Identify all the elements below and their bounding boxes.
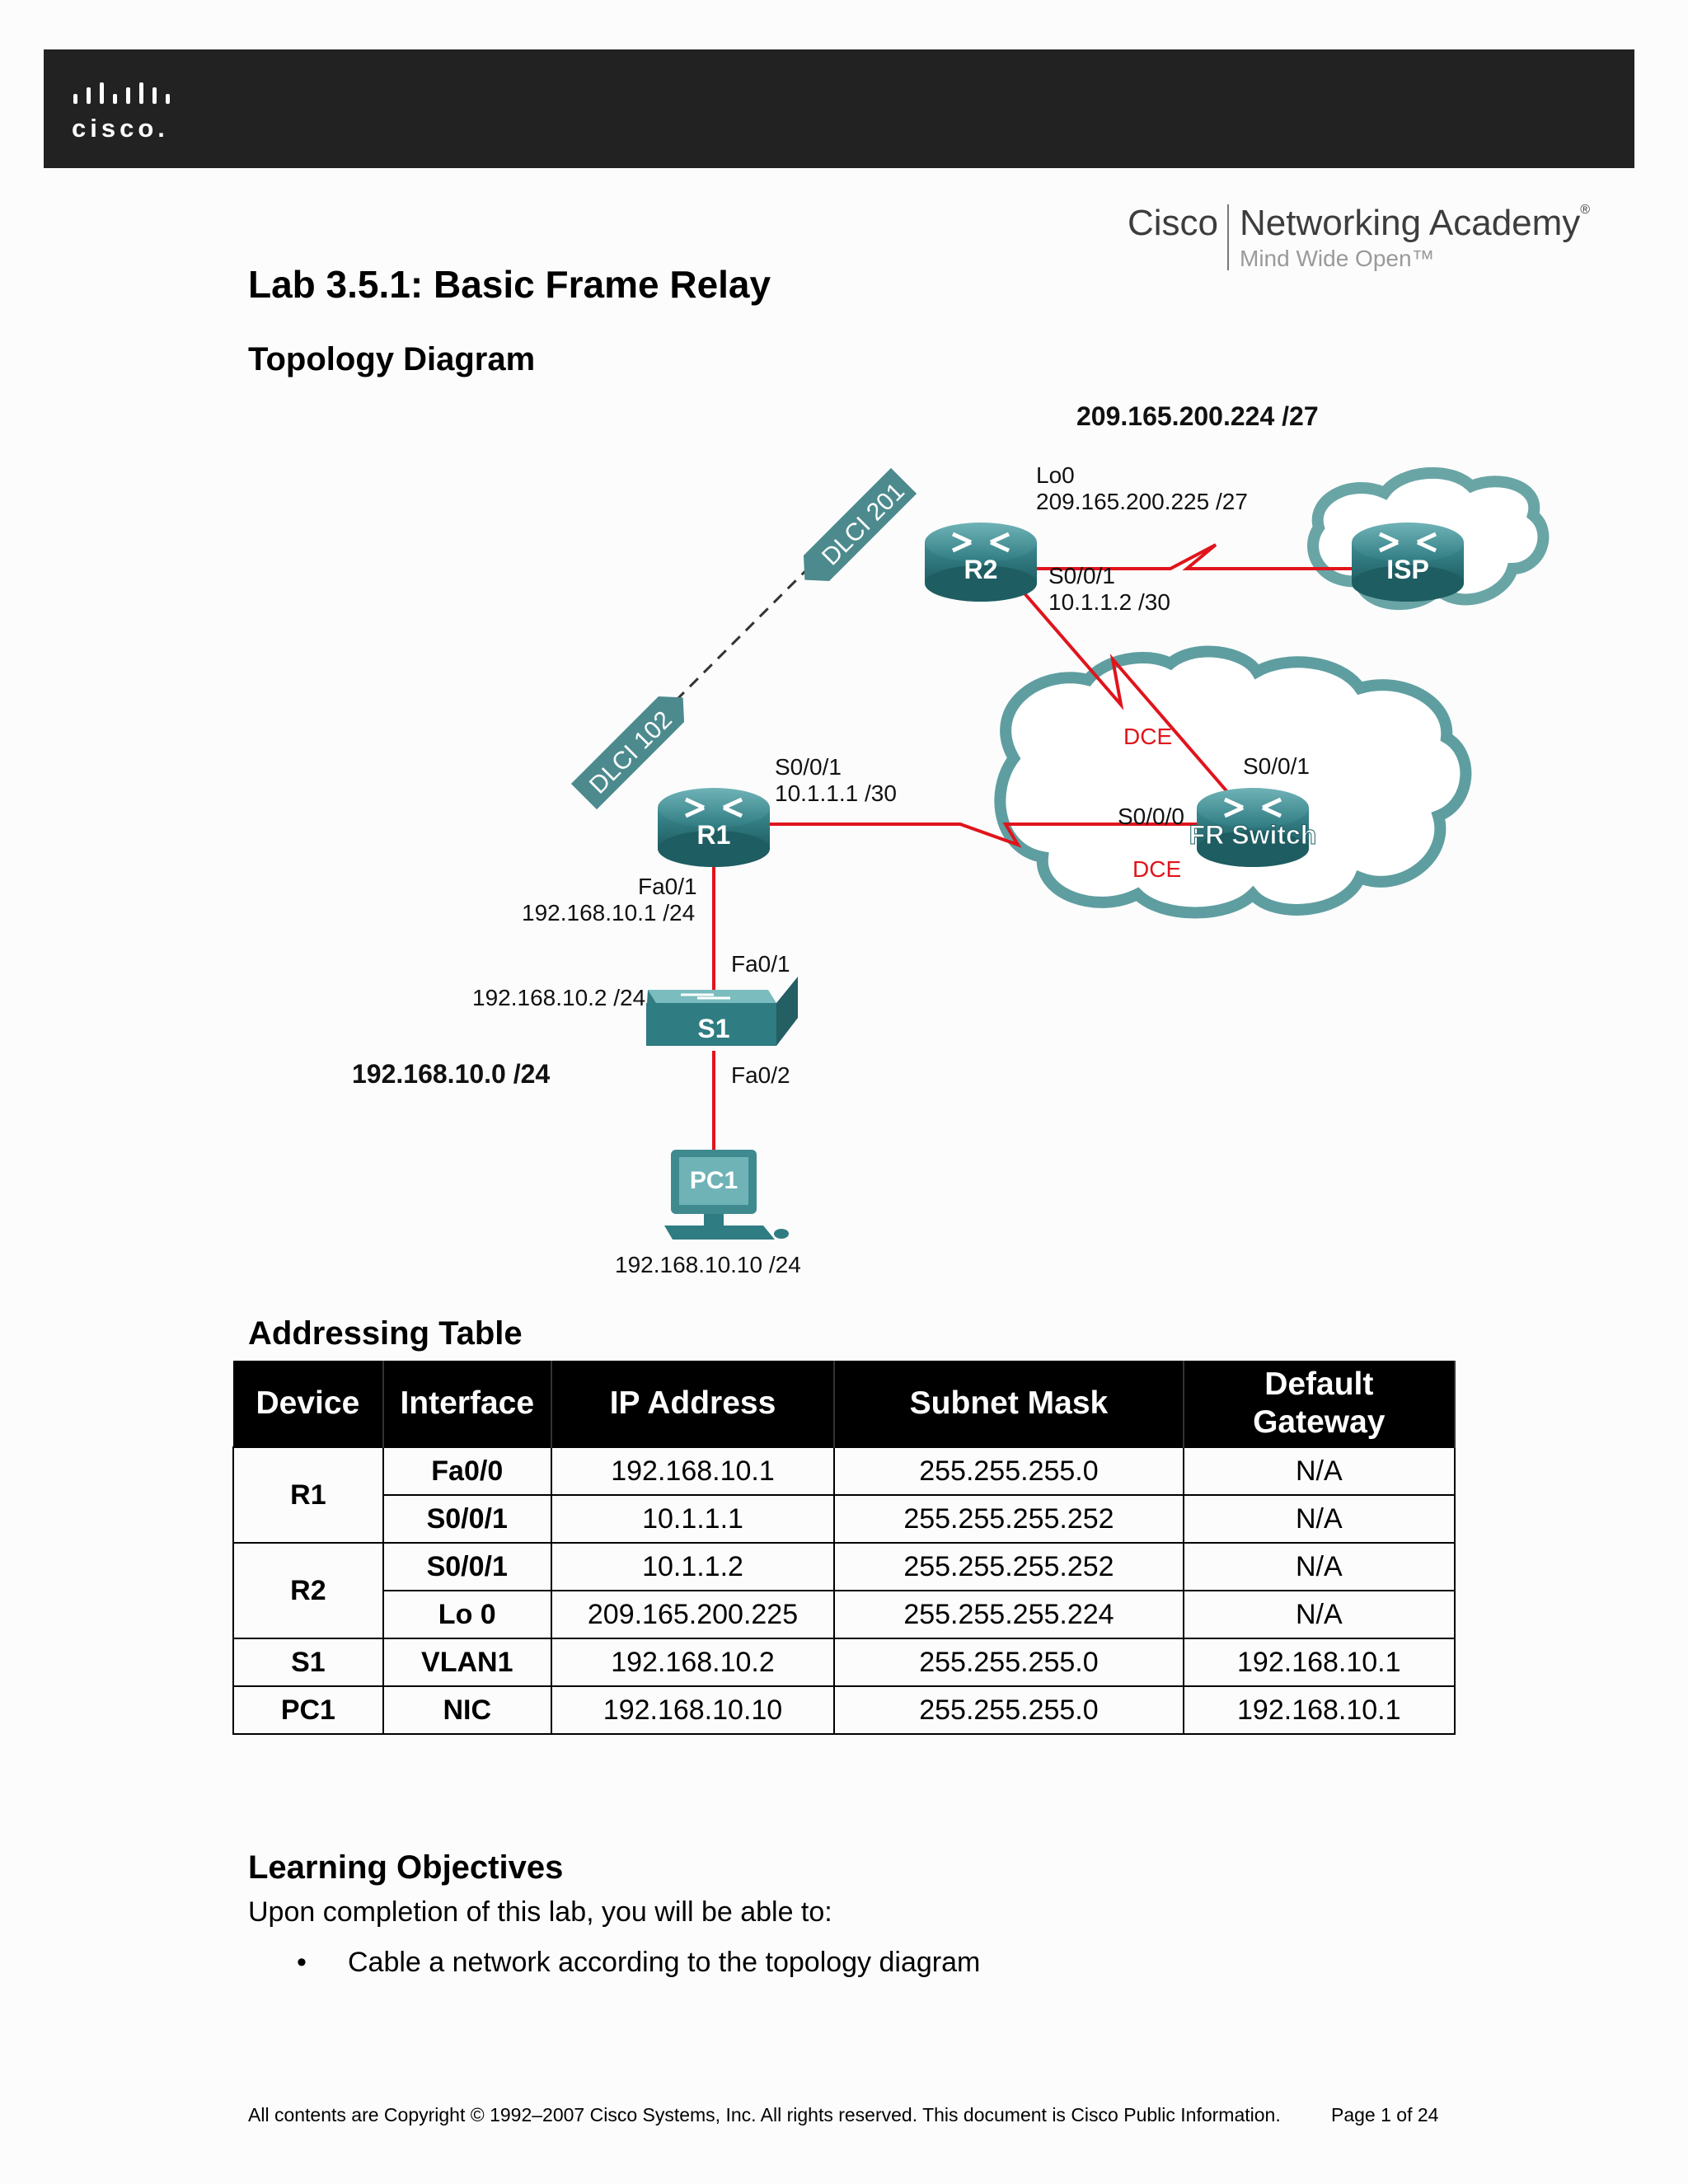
- cell-mask: 255.255.255.0: [833, 1638, 1184, 1687]
- dce-label-top: DCE: [1123, 724, 1172, 749]
- col-ip: IP Address: [551, 1361, 836, 1447]
- header-banner: cisco.: [44, 49, 1634, 168]
- fr-s000-label: S0/0/0: [1118, 804, 1184, 829]
- brand-tagline: Mind Wide Open™: [1240, 246, 1435, 271]
- dlci-201-arrow: DLCI 201: [803, 467, 917, 582]
- table-header-row: Device Interface IP Address Subnet Mask …: [233, 1361, 1456, 1447]
- s1-ip-label: 192.168.10.2 /24: [472, 985, 645, 1010]
- s1-fa02-label: Fa0/2: [731, 1062, 790, 1088]
- cell-interface: S0/0/1: [382, 1542, 552, 1591]
- col-interface: Interface: [382, 1361, 552, 1447]
- r1-s001-label: S0/0/1: [775, 754, 842, 780]
- cell-gateway: N/A: [1182, 1590, 1456, 1639]
- fr-switch-name: FR Switch: [1189, 820, 1317, 850]
- addressing-table: Device Interface IP Address Subnet Mask …: [232, 1361, 1456, 1735]
- cell-mask: 255.255.255.252: [833, 1494, 1184, 1544]
- r1-name: R1: [697, 820, 731, 850]
- page-title: Lab 3.5.1: Basic Frame Relay: [248, 263, 771, 306]
- pc1-ip-label: 192.168.10.10 /24: [615, 1252, 801, 1277]
- cell-device: S1: [232, 1638, 384, 1687]
- frame-relay-cloud: [994, 645, 1472, 919]
- brand-divider: [1227, 204, 1229, 270]
- cell-device: PC1: [232, 1685, 384, 1735]
- cell-device: R1: [232, 1446, 384, 1544]
- table-row: Lo 0 209.165.200.225 255.255.255.224 N/A: [233, 1590, 1456, 1639]
- dlci-102-arrow: DLCI 102: [570, 696, 685, 810]
- cell-ip: 10.1.1.1: [550, 1494, 836, 1544]
- isp-name: ISP: [1386, 555, 1429, 584]
- s1-fa01-label: Fa0/1: [731, 951, 790, 977]
- cell-interface: VLAN1: [382, 1638, 552, 1687]
- cell-gateway: 192.168.10.1: [1182, 1638, 1456, 1687]
- s1-name: S1: [697, 1014, 729, 1043]
- cell-mask: 255.255.255.224: [833, 1590, 1184, 1639]
- cell-gateway: N/A: [1182, 1446, 1456, 1496]
- cell-mask: 255.255.255.0: [833, 1446, 1184, 1496]
- r2-name: R2: [964, 555, 998, 584]
- cell-interface: S0/0/1: [382, 1494, 552, 1544]
- lan-network-label: 192.168.10.0 /24: [352, 1059, 550, 1089]
- objective-text: Cable a network according to the topolog…: [348, 1947, 981, 1978]
- cell-ip: 209.165.200.225: [550, 1590, 836, 1639]
- cell-mask: 255.255.255.0: [833, 1685, 1184, 1735]
- cisco-wordmark: cisco.: [72, 114, 169, 143]
- dlci-102-label: DLCI 102: [584, 706, 678, 799]
- addressing-heading: Addressing Table: [248, 1315, 523, 1352]
- r2-network-label: 209.165.200.224 /27: [1076, 401, 1319, 431]
- cell-interface: Lo 0: [382, 1590, 552, 1639]
- table-row: S1 VLAN1 192.168.10.2 255.255.255.0 192.…: [232, 1638, 1456, 1687]
- switch-s1: S1: [646, 977, 798, 1046]
- table-row: S0/0/1 10.1.1.1 255.255.255.252 N/A: [233, 1494, 1456, 1544]
- router-r2: R2: [925, 523, 1037, 602]
- link-r1-frswitch: [762, 823, 1203, 848]
- cell-ip: 192.168.10.1: [550, 1446, 836, 1496]
- objectives-intro: Upon completion of this lab, you will be…: [248, 1896, 832, 1928]
- brand-academy: Networking Academy®: [1240, 203, 1591, 243]
- footer: All contents are Copyright © 1992–2007 C…: [248, 2104, 1438, 2126]
- link-r2-frswitch: [1012, 579, 1246, 813]
- dlci-201-label: DLCI 201: [817, 478, 910, 571]
- brand-cisco: Cisco: [1128, 203, 1219, 243]
- r1-s001-ip: 10.1.1.1 /30: [775, 780, 897, 806]
- pc1-name: PC1: [690, 1167, 738, 1194]
- cell-mask: 255.255.255.252: [833, 1542, 1184, 1591]
- r2-lo0-label: Lo0: [1036, 462, 1075, 488]
- r2-s001-ip: 10.1.1.2 /30: [1048, 589, 1170, 615]
- r2-s001-label: S0/0/1: [1048, 563, 1115, 588]
- r2-lo0-ip: 209.165.200.225 /27: [1036, 489, 1248, 514]
- cell-gateway: 192.168.10.1: [1182, 1685, 1456, 1735]
- r1-fa01-label: Fa0/1: [638, 874, 697, 899]
- cell-interface: NIC: [382, 1685, 552, 1735]
- fr-switch: FR Switch: [1189, 788, 1317, 867]
- cisco-logo: cisco.: [72, 81, 179, 143]
- cell-interface: Fa0/0: [382, 1446, 552, 1496]
- fr-s001-label: S0/0/1: [1243, 753, 1310, 779]
- topology-heading: Topology Diagram: [248, 341, 536, 377]
- cell-ip: 192.168.10.2: [550, 1638, 836, 1687]
- cell-ip: 192.168.10.10: [550, 1685, 836, 1735]
- footer-page-number: Page 1 of 24: [1331, 2104, 1439, 2125]
- table-row: R1 Fa0/0 192.168.10.1 255.255.255.0 N/A: [232, 1446, 1456, 1544]
- col-mask: Subnet Mask: [834, 1361, 1184, 1447]
- cisco-bars-icon: [73, 82, 170, 104]
- objectives-heading: Learning Objectives: [248, 1849, 564, 1886]
- cell-device: R2: [232, 1542, 384, 1639]
- dce-label-bottom: DCE: [1132, 856, 1181, 882]
- col-device: Device: [233, 1361, 384, 1447]
- cell-gateway: N/A: [1182, 1494, 1456, 1544]
- cell-gateway: N/A: [1182, 1542, 1456, 1591]
- pvc-dashed-line: [674, 567, 809, 702]
- bullet-icon: •: [297, 1947, 307, 1978]
- router-isp: ISP: [1352, 523, 1464, 602]
- cell-ip: 10.1.1.2: [550, 1542, 836, 1591]
- r1-fa01-ip: 192.168.10.1 /24: [522, 900, 695, 926]
- link-r2-isp: [1026, 543, 1352, 570]
- topology-diagram: DLCI 201 DLCI 102 R2 ISP R1 FR Switch: [352, 401, 1550, 1277]
- pc1-computer: PC1: [664, 1150, 789, 1240]
- table-row: R2 S0/0/1 10.1.1.2 255.255.255.252 N/A: [232, 1542, 1456, 1639]
- router-r1: R1: [658, 788, 770, 867]
- table-row: PC1 NIC 192.168.10.10 255.255.255.0 192.…: [232, 1685, 1456, 1735]
- footer-copyright: All contents are Copyright © 1992–2007 C…: [248, 2104, 1281, 2125]
